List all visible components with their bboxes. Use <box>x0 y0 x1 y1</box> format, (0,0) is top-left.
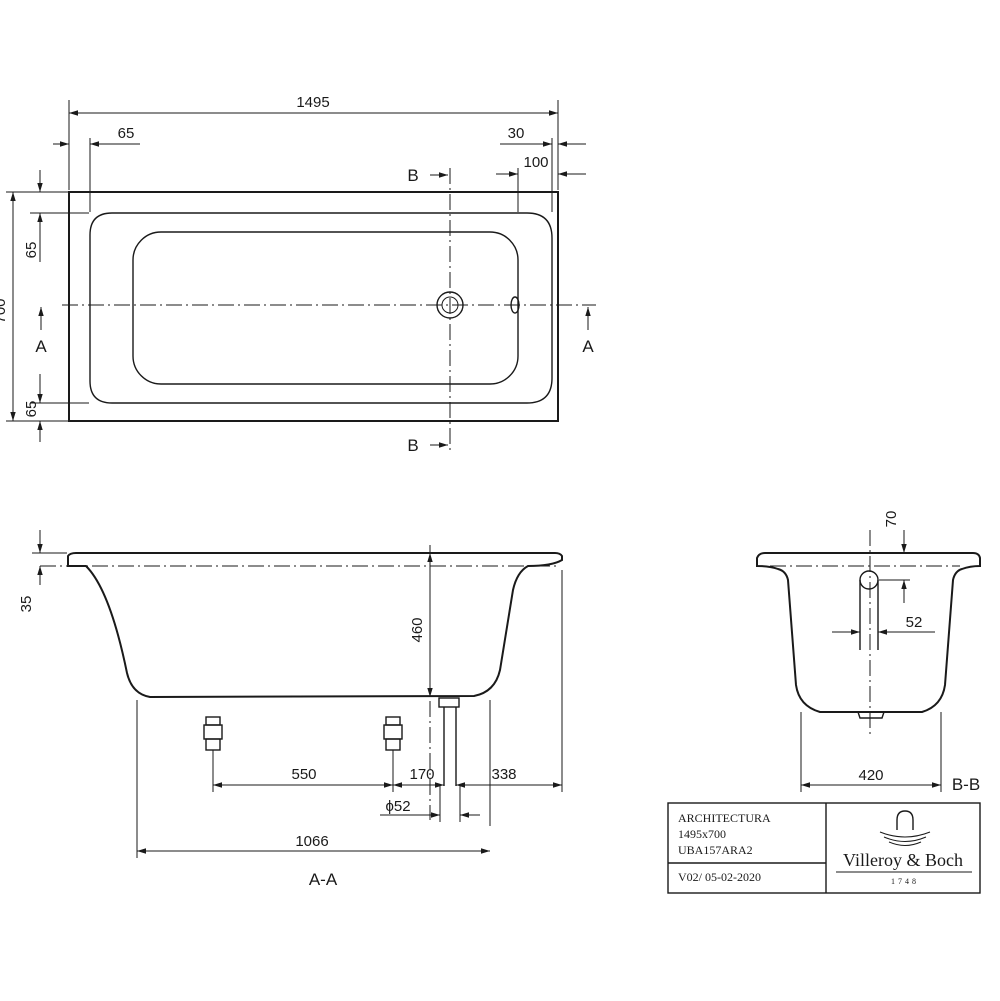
drain-inner-circle <box>441 296 459 314</box>
dim-right-rim: 30 <box>508 125 525 142</box>
brand-year: 1748 <box>891 877 919 886</box>
product-code: UBA157ARA2 <box>678 843 753 857</box>
dim-drain-diameter: ϕ52 <box>385 798 410 815</box>
drain-pipe <box>438 697 460 786</box>
dim-bottom-rim: 65 <box>23 401 40 418</box>
drain-outer-circle <box>436 291 464 319</box>
top-view: 1495 65 30 100 700 65 65 B <box>0 94 596 455</box>
tub-section-profile <box>67 552 563 699</box>
dim-depth: 460 <box>409 617 426 642</box>
dim-overall-width: 700 <box>0 298 9 323</box>
drain-outlet <box>857 711 885 719</box>
product-size: 1495x700 <box>678 827 726 841</box>
villeroy-boch-logo-icon <box>879 810 931 846</box>
overflow-pipe <box>859 570 879 650</box>
section-aa-view: 35 460 550 170 338 ϕ52 1066 A-A <box>18 530 563 889</box>
tub-outer-outline <box>68 191 559 422</box>
title-block: ARCHITECTURA 1495x700 UBA157ARA2 V02/ 05… <box>667 802 981 894</box>
dim-foot-to-drain: 170 <box>409 766 434 783</box>
dim-overflow-height: 70 <box>883 511 900 528</box>
product-name: ARCHITECTURA <box>678 811 771 825</box>
dim-feet-spacing: 550 <box>291 766 316 783</box>
dim-overall-length: 1495 <box>296 94 329 111</box>
dim-drain-offset: 100 <box>523 154 548 171</box>
dim-base-width: 420 <box>858 767 883 784</box>
overflow-icon <box>510 296 520 314</box>
dim-drain-to-end: 338 <box>491 766 516 783</box>
section-b-marker-bottom: B <box>407 436 418 455</box>
section-bb-label: B-B <box>952 775 980 794</box>
section-b-marker-top: B <box>407 166 418 185</box>
section-a-marker-left: A <box>35 337 47 356</box>
dim-base-length: 1066 <box>295 833 328 850</box>
section-bb-view: 70 52 420 B-B <box>756 511 981 794</box>
dim-left-rim: 65 <box>118 125 135 142</box>
adjustable-foot-left <box>203 716 223 792</box>
tub-basin-bottom <box>132 231 519 385</box>
section-a-marker-right: A <box>582 337 594 356</box>
section-aa-label: A-A <box>309 870 338 889</box>
dim-rim-height: 35 <box>18 596 35 613</box>
tub-cross-section-profile <box>756 552 981 713</box>
tub-inner-rim <box>89 212 553 404</box>
adjustable-foot-right <box>383 716 403 792</box>
title-block-frame <box>667 802 981 894</box>
brand-name: Villeroy & Boch <box>843 850 963 870</box>
version-date: V02/ 05-02-2020 <box>678 870 761 884</box>
dim-top-rim: 65 <box>23 242 40 259</box>
dim-overflow-diameter: 52 <box>906 614 923 631</box>
